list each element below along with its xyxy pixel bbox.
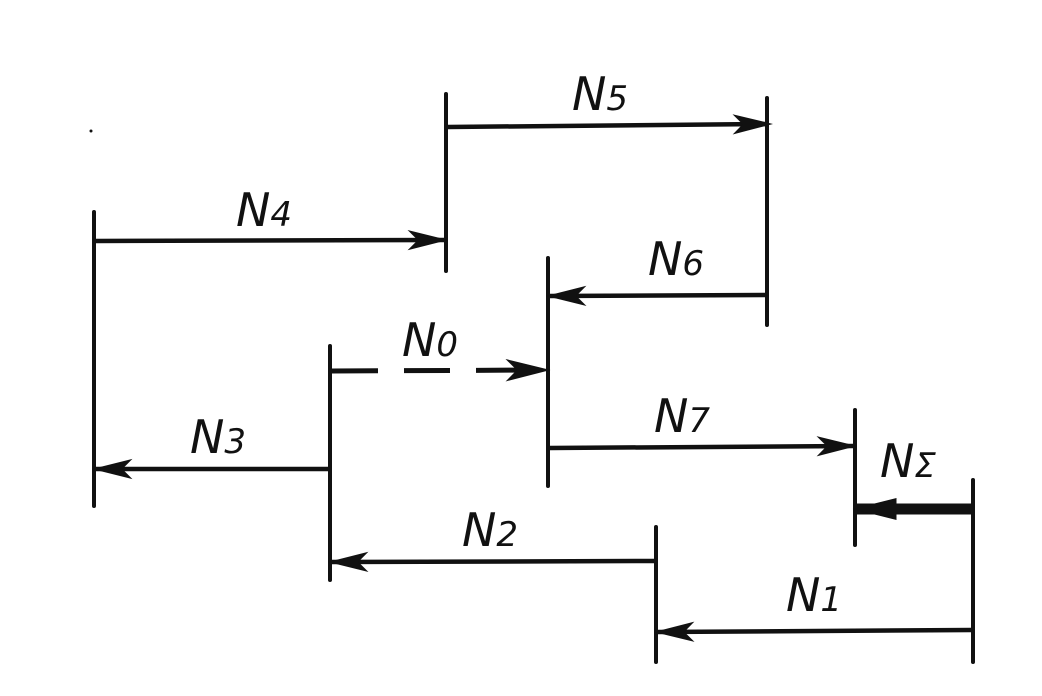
label-n5: N5 <box>572 67 628 121</box>
boundary-lines <box>92 92 975 664</box>
vectors <box>91 114 972 642</box>
vector-n2 <box>327 551 655 573</box>
vector-n1 <box>653 621 972 642</box>
label-n2: N2 <box>462 503 518 557</box>
stray-dot <box>89 129 93 133</box>
vector-n6 <box>545 285 766 306</box>
label-n6: N6 <box>648 232 704 286</box>
label-n4: N4 <box>236 183 292 237</box>
vector-n5 <box>447 114 774 135</box>
vector-n4 <box>95 229 449 251</box>
vector-n7 <box>549 436 858 457</box>
vector-n0 <box>331 358 551 382</box>
label-n1: N1 <box>786 568 842 622</box>
vector-labels: N5 N4 N6 N0 N7 N3 NΣ N2 N1 <box>190 67 936 622</box>
label-nsum: NΣ <box>880 434 936 488</box>
label-n0: N0 <box>402 313 458 367</box>
label-n7: N7 <box>654 389 710 443</box>
label-n3: N3 <box>190 410 246 464</box>
